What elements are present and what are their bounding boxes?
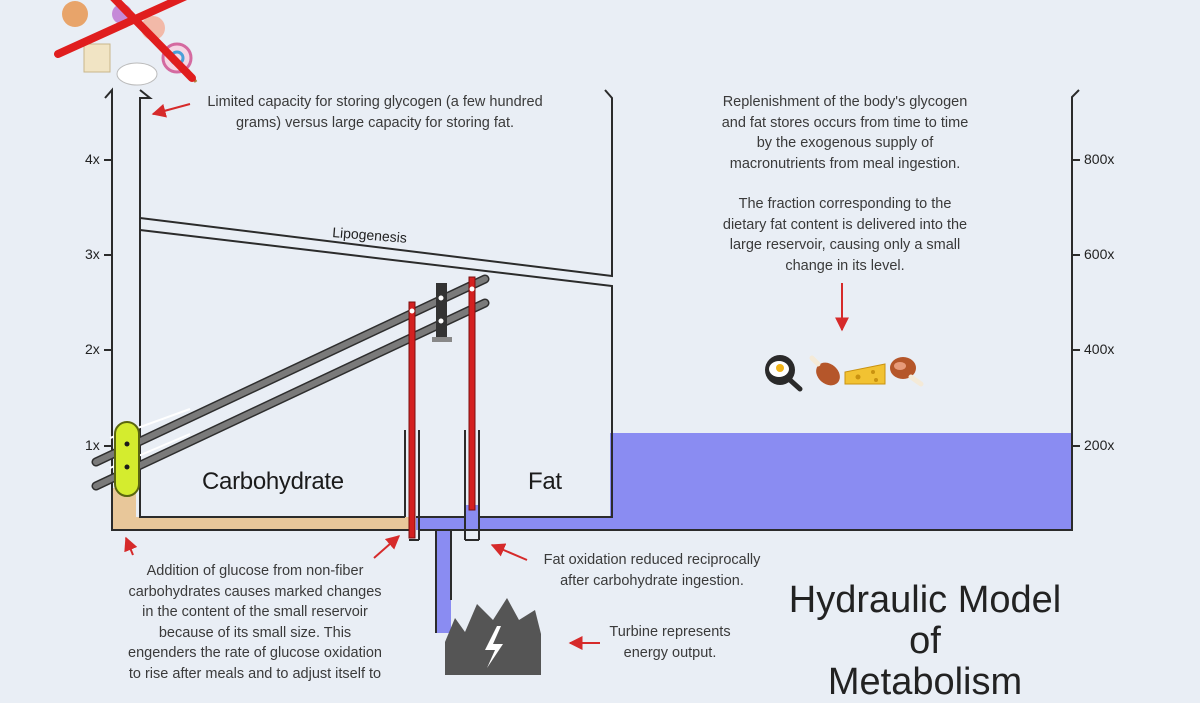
turbine-icon xyxy=(445,598,541,675)
left-axis-ticks xyxy=(104,159,112,447)
annotation-arrows xyxy=(124,103,849,650)
right-axis-label-600x: 600x xyxy=(1084,246,1115,262)
ham-icon xyxy=(890,357,924,387)
reservoir-outline xyxy=(104,87,1080,633)
left-axis-label-4x: 4x xyxy=(85,151,100,167)
glucose-addition-note: Addition of glucose from non-fiber carbo… xyxy=(128,563,382,682)
turbine-note: Turbine represents energy output. xyxy=(609,624,731,661)
meal-icons xyxy=(765,355,924,392)
left-axis-label-3x: 3x xyxy=(85,246,100,262)
cheese-icon xyxy=(844,363,886,385)
valve-gates xyxy=(404,276,480,541)
glucose-valve xyxy=(114,421,140,497)
right-axis-label-800x: 800x xyxy=(1084,151,1115,167)
diagram-title: Hydraulic Model of Metabolism xyxy=(788,579,1062,703)
chicken-leg-icon xyxy=(809,355,840,386)
no-sugary-food-icon xyxy=(54,0,198,86)
left-axis-label-2x: 2x xyxy=(85,341,100,357)
replenishment-note: Replenishment of the body's glycogen and… xyxy=(721,94,969,274)
carbohydrate-label: Carbohydrate xyxy=(202,468,344,495)
hydraulic-model-diagram xyxy=(54,0,1080,675)
fat-fluid xyxy=(416,433,1072,633)
right-axis-label-400x: 400x xyxy=(1084,341,1115,357)
left-axis-label-1x: 1x xyxy=(85,437,100,453)
fat-oxidation-note: Fat oxidation reduced reciprocally after… xyxy=(543,552,761,589)
fried-egg-icon xyxy=(765,355,803,392)
right-axis-ticks xyxy=(1072,159,1080,447)
right-axis-label-200x: 200x xyxy=(1084,437,1115,453)
control-rods xyxy=(91,274,490,491)
limited-capacity-note: Limited capacity for storing glycogen (a… xyxy=(207,94,543,131)
pivot-bracket xyxy=(432,283,452,342)
fat-label: Fat xyxy=(528,468,562,495)
